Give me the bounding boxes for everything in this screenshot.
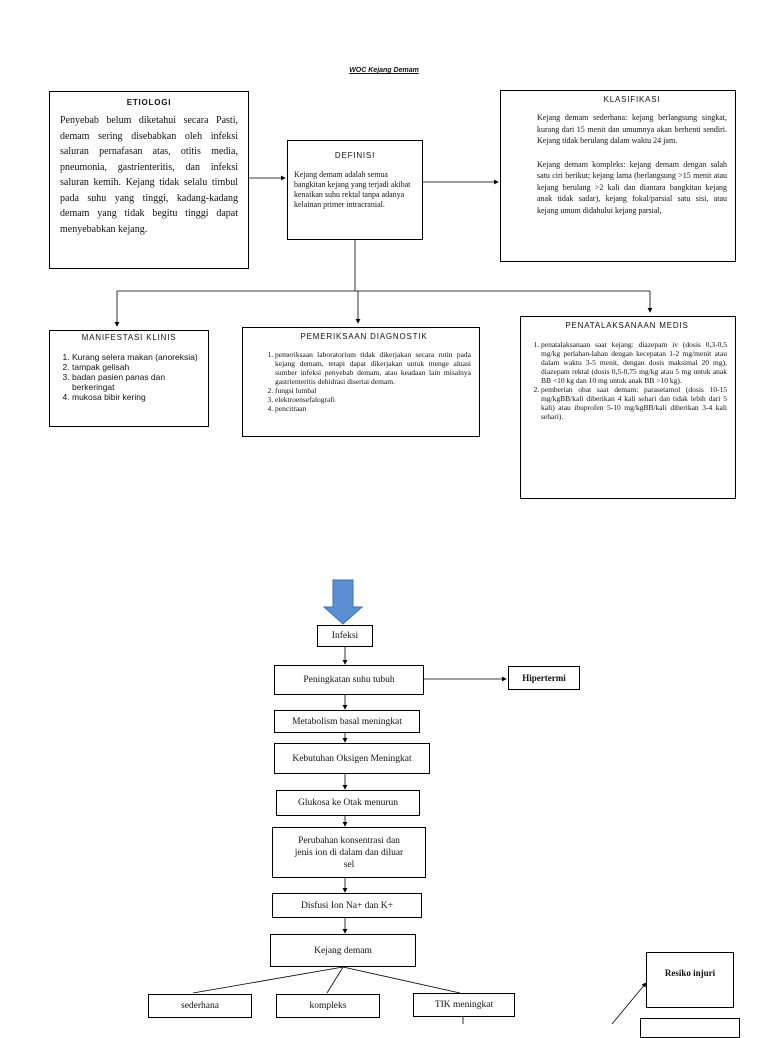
- klasifikasi-header: KLASIFIKASI: [603, 95, 661, 104]
- klasifikasi-box: KLASIFIKASI Kejang demam sederhana: keja…: [500, 90, 736, 262]
- page-title: WOC Kejang Demam: [349, 67, 419, 74]
- line-to-kompleks: [326, 966, 344, 994]
- pemeriksaan-list: pemeriksaan laboratorium tidak dikerjaka…: [257, 350, 471, 413]
- list-item: pemberian obat saat demam: parasetamol (…: [541, 385, 727, 421]
- klasifikasi-p2: Kejang demam kompleks: kejang demam deng…: [537, 159, 727, 215]
- flow-kompleks: kompleks: [276, 994, 380, 1018]
- flow-metabolisme: Metabolism basal meningkat: [274, 710, 420, 733]
- definisi-text: Kejang demam adalah semua bangkitan keja…: [294, 170, 411, 209]
- line-to-tik: [342, 966, 461, 994]
- list-item: elektroensefalografi: [275, 395, 471, 404]
- pemeriksaan-box: PEMERIKSAAN DIAGNOSTIK pemeriksaan labor…: [242, 327, 480, 437]
- flow-perubahan: Perubahan konsentrasi dan jenis ion di d…: [272, 827, 426, 878]
- resiko-label: Resiko injuri: [664, 968, 716, 978]
- flow-glukosa: Glukosa ke Otak menurun: [276, 790, 420, 816]
- arrow-to-resiko: [611, 982, 647, 1024]
- etiologi-text: Penyebab belum diketahui secara Pasti, d…: [60, 115, 238, 235]
- list-item: badan pasien panas dan berkeringat: [72, 372, 204, 392]
- definisi-box: DEFINISI Kejang demam adalah semua bangk…: [287, 140, 423, 240]
- manifestasi-box: MANIFESTASI KLINIS Kurang selera makan (…: [49, 330, 209, 427]
- hipertermi-label: Hipertermi: [522, 673, 566, 683]
- flow-hipertermi: Hipertermi: [508, 666, 580, 690]
- penatalaksanaan-box: PENATALAKSANAAN MEDIS penatalaksanaan sa…: [520, 316, 736, 499]
- list-item: Kurang selera makan (anoreksia): [72, 352, 204, 362]
- list-item: mukosa bibir kering: [72, 392, 204, 402]
- flow-tik: TIK meningkat: [413, 993, 515, 1017]
- flow-disfusi: Disfusi Ion Na+ dan K+: [272, 893, 422, 918]
- flow-peningkatan-suhu: Peningkatan suhu tubuh: [274, 665, 424, 695]
- klasifikasi-p1: Kejang demam sederhana: kejang berlangsu…: [537, 113, 727, 145]
- down-arrow-icon: [322, 579, 364, 625]
- flow-resiko-injuri: Resiko injuri: [646, 952, 734, 1008]
- pemeriksaan-header: PEMERIKSAAN DIAGNOSTIK: [300, 332, 428, 341]
- list-item: pemeriksaan laboratorium tidak dikerjaka…: [275, 350, 471, 386]
- etiologi-header: ETIOLOGI: [126, 98, 172, 107]
- etiologi-box: ETIOLOGI Penyebab belum diketahui secara…: [49, 91, 249, 269]
- manifestasi-header: MANIFESTASI KLINIS: [81, 333, 177, 342]
- flow-infeksi: Infeksi: [317, 625, 373, 647]
- penatalaksanaan-header: PENATALAKSANAAN MEDIS: [565, 321, 689, 330]
- list-item: fungsi lumbal: [275, 386, 471, 395]
- list-item: penatalaksanaan saat kejang: diazepam iv…: [541, 340, 727, 385]
- list-item: tampak gelisah: [72, 362, 204, 372]
- flow-sederhana: sederhana: [148, 994, 252, 1018]
- flow-kebutuhan-oksigen: Kebutuhan Oksigen Meningkat: [274, 743, 430, 774]
- flow-partial-box: [640, 1018, 740, 1038]
- definisi-header: DEFINISI: [334, 151, 376, 160]
- line-to-sederhana: [192, 966, 344, 994]
- manifestasi-list: Kurang selera makan (anoreksia) tampak g…: [54, 352, 204, 402]
- list-item: pencitraan: [275, 404, 471, 413]
- penatalaksanaan-list: penatalaksanaan saat kejang: diazepam iv…: [527, 340, 727, 421]
- flow-kejang-demam: Kejang demam: [270, 934, 416, 967]
